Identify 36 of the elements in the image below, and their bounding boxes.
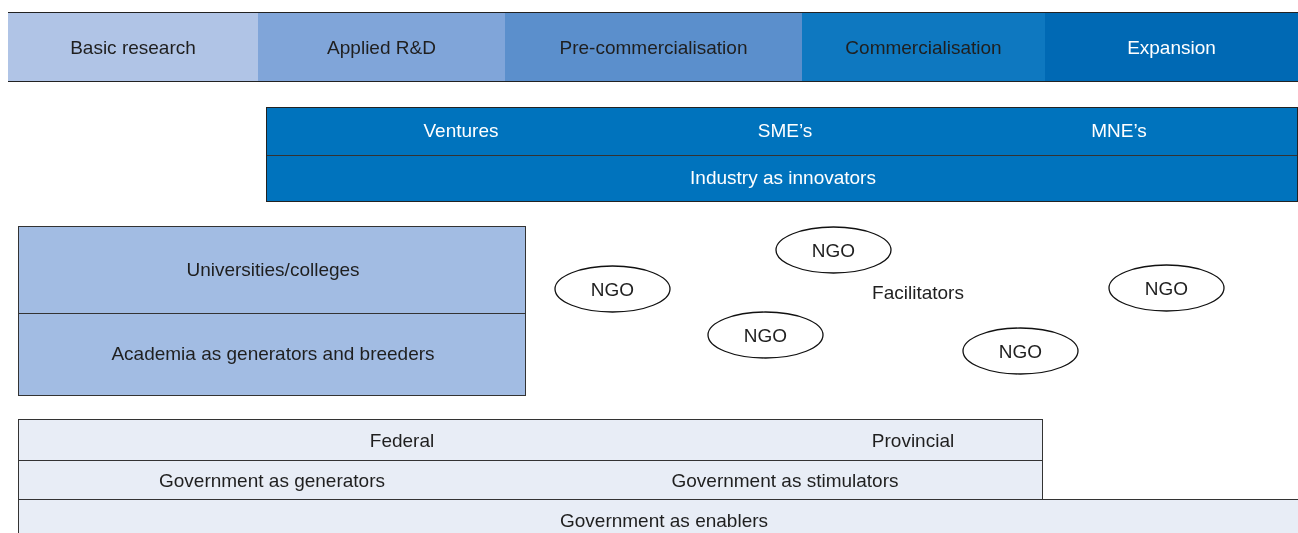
node-label: NGO — [1143, 278, 1190, 300]
node-label: Ventures — [422, 120, 500, 142]
ngo-ellipse — [1108, 264, 1225, 312]
node-label: Government as generators — [158, 470, 386, 492]
node-label: NGO — [742, 325, 789, 347]
node-label: SME’s — [756, 120, 814, 142]
node-label: Commercialisation — [844, 37, 1003, 59]
node-label: Pre-commercialisation — [558, 37, 749, 59]
stage-box — [1045, 12, 1298, 82]
band-box — [266, 107, 1298, 202]
stage-box — [258, 12, 505, 82]
ngo-ellipse — [962, 327, 1079, 375]
node-label: Federal — [368, 430, 436, 452]
group-label: Facilitators — [871, 282, 965, 304]
stage-box — [8, 12, 258, 82]
ngo-ellipse — [775, 226, 892, 274]
node-label: Academia as generators and breeders — [110, 343, 436, 365]
node-label: MNE’s — [1090, 120, 1148, 142]
band-box — [18, 499, 1298, 533]
node-label: Provincial — [870, 430, 956, 452]
node-label: Basic research — [69, 37, 197, 59]
node-label: NGO — [997, 341, 1044, 363]
node-label: Government as enablers — [558, 510, 770, 532]
node-label: NGO — [810, 240, 857, 262]
node-label: NGO — [589, 279, 636, 301]
band-box — [18, 226, 526, 396]
ngo-ellipse — [707, 311, 824, 359]
stage-box — [802, 12, 1045, 82]
node-label: Applied R&D — [326, 37, 437, 59]
ngo-ellipse — [554, 265, 671, 313]
band-box — [18, 419, 1043, 500]
node-label: Universities/colleges — [185, 259, 361, 281]
node-label: Expansion — [1126, 37, 1217, 59]
node-label: Industry as innovators — [689, 167, 877, 189]
node-label: Government as stimulators — [670, 470, 900, 492]
stage-box — [505, 12, 802, 82]
